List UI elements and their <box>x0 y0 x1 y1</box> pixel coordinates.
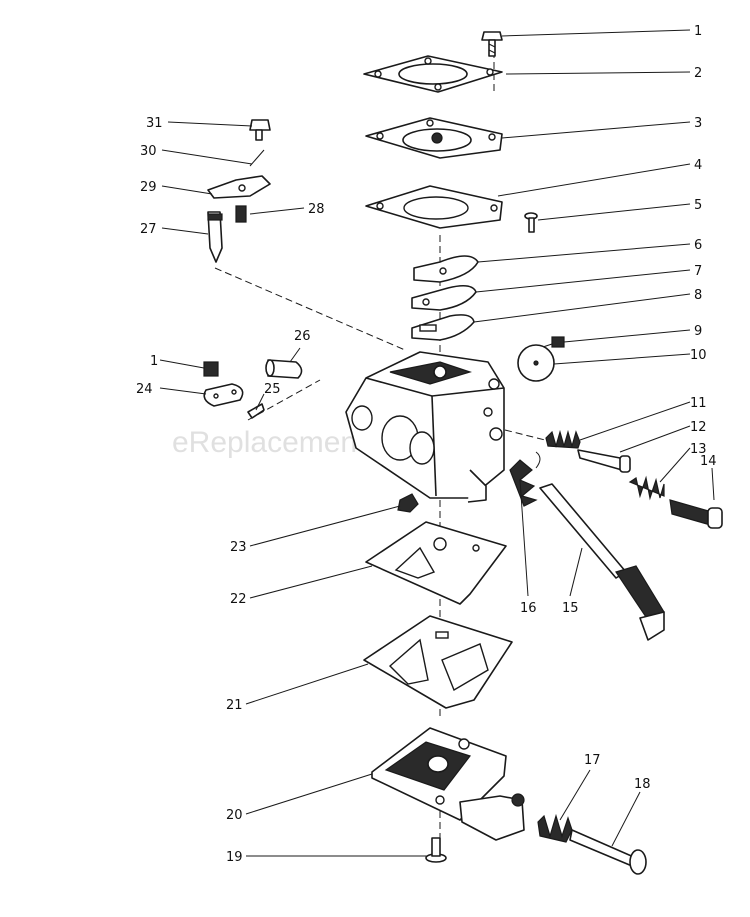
part-13-spring <box>628 475 665 501</box>
part-7-plate <box>411 284 477 311</box>
label-1-side: 1 <box>150 354 158 369</box>
part-6-lever <box>413 255 479 283</box>
label-26: 26 <box>294 329 311 344</box>
part-25-pin <box>247 403 265 419</box>
label-7: 7 <box>694 264 702 279</box>
label-22: 22 <box>230 592 247 607</box>
label-14: 14 <box>700 454 717 469</box>
label-1-top: 1 <box>694 24 702 39</box>
label-5: 5 <box>694 198 702 213</box>
part-22-gasket <box>365 521 507 605</box>
part-24-plate <box>203 383 244 407</box>
part-31-screw <box>249 119 271 141</box>
label-11: 11 <box>690 396 707 411</box>
part-12-needle-screw <box>577 449 631 473</box>
label-10: 10 <box>690 348 707 363</box>
part-11-spring <box>545 429 581 449</box>
leader-lines-left <box>159 121 428 857</box>
part-number-labels: 1 2 3 4 5 6 7 8 9 10 11 12 13 14 15 16 1… <box>136 24 717 865</box>
part-8-plate <box>411 314 475 341</box>
part-1-screw-top <box>481 31 503 57</box>
part-20-cover <box>371 727 525 841</box>
carburetor-body <box>345 351 505 503</box>
label-29: 29 <box>140 180 157 195</box>
label-2: 2 <box>694 66 702 81</box>
label-19: 19 <box>226 850 243 865</box>
label-18: 18 <box>634 777 651 792</box>
part-29-lever <box>207 175 271 199</box>
label-28: 28 <box>308 202 325 217</box>
label-27: 27 <box>140 222 157 237</box>
label-12: 12 <box>690 420 707 435</box>
label-31: 31 <box>146 116 163 131</box>
part-16-spring <box>509 451 541 507</box>
label-15: 15 <box>562 601 579 616</box>
part-18-screw <box>569 829 647 875</box>
part-27-inlet-needle <box>207 211 223 263</box>
part-26-plug <box>265 359 303 379</box>
label-30: 30 <box>140 144 157 159</box>
part-19-screw <box>425 837 447 863</box>
part-30-pin <box>249 149 265 167</box>
label-3: 3 <box>694 116 702 131</box>
part-28-spring <box>235 205 247 223</box>
part-1-screw-side <box>203 361 219 377</box>
label-9: 9 <box>694 324 702 339</box>
label-23: 23 <box>230 540 247 555</box>
part-15-throttle-shaft <box>539 483 665 641</box>
part-2-cover-plate <box>363 55 503 93</box>
part-3-diaphragm <box>365 117 503 159</box>
label-17: 17 <box>584 753 601 768</box>
part-23-filter-screen <box>397 493 419 513</box>
part-10-disc <box>517 344 555 382</box>
label-13: 13 <box>690 442 707 457</box>
part-21-diaphragm-gasket <box>363 615 513 709</box>
label-8: 8 <box>694 288 702 303</box>
label-16: 16 <box>520 601 537 616</box>
label-25: 25 <box>264 382 281 397</box>
label-4: 4 <box>694 158 702 173</box>
part-4-gasket <box>365 185 503 229</box>
label-6: 6 <box>694 238 702 253</box>
part-5-screw <box>524 212 538 233</box>
label-24: 24 <box>136 382 153 397</box>
part-17-spring <box>537 813 573 843</box>
part-14-needle-screw <box>669 499 723 529</box>
label-20: 20 <box>226 808 243 823</box>
label-21: 21 <box>226 698 243 713</box>
leader-lines-right <box>473 29 715 847</box>
